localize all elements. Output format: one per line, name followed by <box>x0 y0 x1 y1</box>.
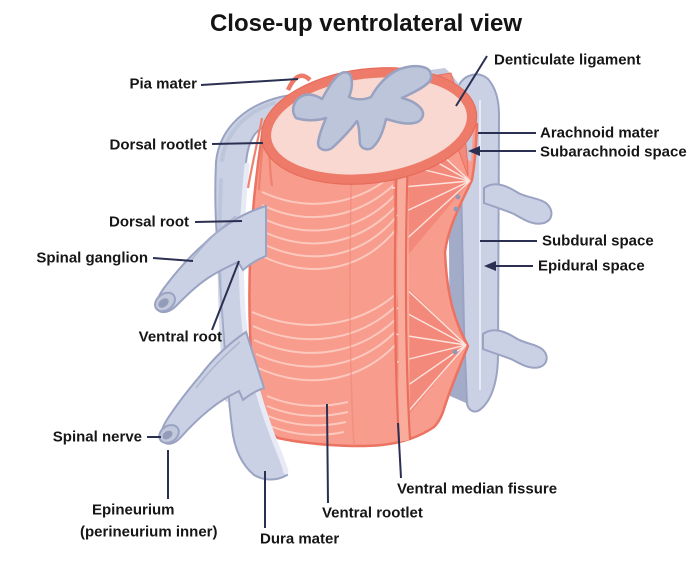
label-ventral-root: Ventral root <box>138 328 222 346</box>
label-denticulate-ligament: Denticulate ligament <box>494 51 641 69</box>
denticulate-attachment-dot <box>452 349 458 355</box>
label-subarachnoid-space: Subarachnoid space <box>540 143 687 161</box>
spinal-cord-cylinder <box>248 112 479 448</box>
label-dura-mater: Dura mater <box>260 530 340 548</box>
ventral-median-fissure-line <box>397 422 402 479</box>
pia-mater-fold <box>285 73 312 91</box>
ventral-rootlet-line <box>326 403 329 504</box>
label-ventral-rootlet: Ventral rootlet <box>322 504 423 522</box>
label-spinal-ganglion: Spinal ganglion <box>36 249 148 267</box>
spinal-ganglion-line <box>152 257 194 262</box>
label-dorsal-rootlet: Dorsal rootlet <box>109 136 207 154</box>
pia-mater-line <box>200 78 299 86</box>
subarachnoid-arrowhead <box>468 146 480 156</box>
label-pia-mater: Pia mater <box>129 75 197 93</box>
denticulate-attachment-dot <box>455 194 461 200</box>
label-ventral-median-fissure: Ventral median fissure <box>397 480 558 498</box>
spinal-nerve-branch-lower <box>158 330 266 445</box>
denticulate-ligament-line <box>455 55 488 107</box>
label-dorsal-root: Dorsal root <box>108 213 189 231</box>
spinal-nerve-shape <box>160 330 266 445</box>
cord-cross-section <box>260 64 478 185</box>
nerve-root-right-upper <box>483 183 553 225</box>
label-epineurium-sub: (perineurium inner) <box>80 523 218 541</box>
diagram-title: Close-up ventrolateral view <box>209 10 523 37</box>
epidural-arrowhead <box>484 261 496 271</box>
gray-matter-butterfly <box>291 64 433 152</box>
leader-lines <box>147 55 537 528</box>
ventral-median-fissure-groove <box>349 151 412 447</box>
dorsal-root-line <box>194 220 243 223</box>
ventral-root-line <box>211 260 240 331</box>
label-subdural-space: Subdural space <box>542 232 654 250</box>
dorsal-rootlet-line <box>211 142 264 145</box>
spinal-nerve-branch-upper <box>154 204 267 314</box>
label-epineurium: Epineurium <box>92 501 175 519</box>
nerve-root-right-lower <box>482 329 548 369</box>
label-spinal-nerve: Spinal nerve <box>52 428 142 446</box>
label-epidural-space: Epidural space <box>538 257 645 275</box>
denticulate-attachment-dot <box>453 206 459 212</box>
label-arachnoid-mater: Arachnoid mater <box>540 124 660 142</box>
